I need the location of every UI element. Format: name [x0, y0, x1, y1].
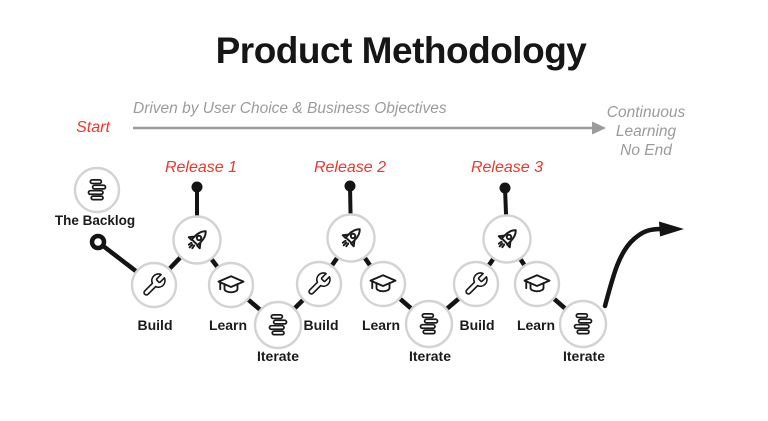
page-title: Product Methodology	[215, 30, 587, 71]
end-caption-line: No End	[620, 142, 672, 159]
learn-label: Learn	[361, 317, 401, 333]
release-2-label: Release 2	[313, 159, 387, 176]
start-ring-icon	[89, 233, 107, 251]
end-caption: Continuous Learning No End	[591, 103, 701, 160]
node-circle-learn-1	[207, 261, 255, 309]
timeline-arrowhead-icon	[592, 121, 606, 135]
loop-arrowhead-icon	[659, 221, 684, 237]
release-1-label: Release 1	[164, 159, 238, 176]
end-caption-line: Continuous	[606, 104, 686, 121]
node-circle-build-2	[295, 260, 343, 308]
start-label: Start	[76, 119, 110, 136]
release-3-label: Release 3	[470, 159, 544, 176]
build-label: Build	[459, 317, 495, 333]
end-caption-line: Learning	[615, 123, 677, 140]
learn-label: Learn	[208, 317, 248, 333]
backlog-label: The Backlog	[54, 213, 136, 228]
timeline-arrow	[133, 121, 606, 135]
node-circle-learn-2	[359, 260, 407, 308]
iterate-label: Iterate	[408, 348, 452, 364]
node-circle-learn-3	[513, 260, 561, 308]
build-label: Build	[137, 317, 173, 333]
iterate-label: Iterate	[256, 348, 300, 364]
node-circle-build-1	[130, 261, 178, 309]
build-label: Build	[303, 317, 339, 333]
learn-label: Learn	[516, 317, 556, 333]
driver-caption: Driven by User Choice & Business Objecti…	[133, 100, 447, 117]
node-circle-build-3	[452, 260, 500, 308]
continuous-loop-arrow	[602, 221, 684, 309]
iterate-label: Iterate	[562, 348, 606, 364]
